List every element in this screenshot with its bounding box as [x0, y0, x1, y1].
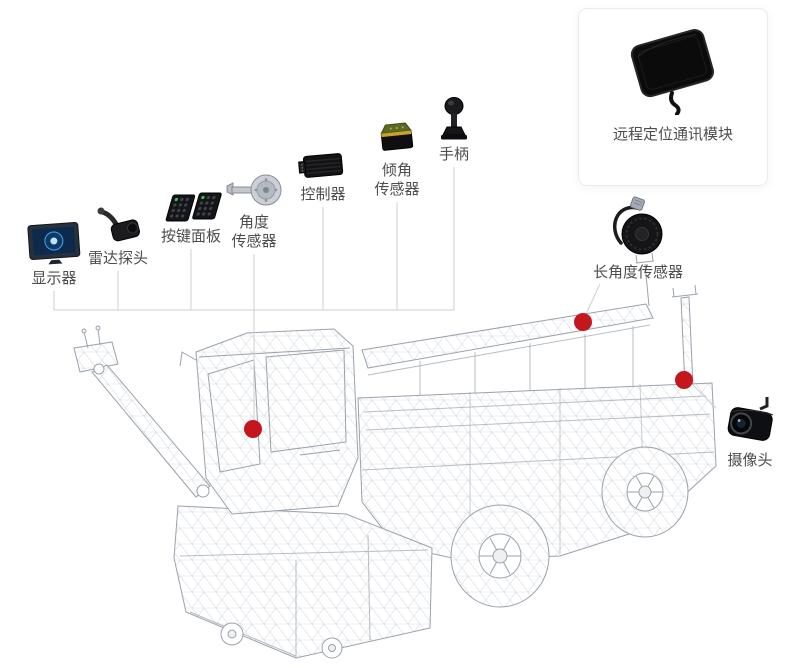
component-controller: 控制器	[292, 148, 354, 205]
top-boom	[361, 303, 654, 376]
marker-cab	[244, 420, 262, 438]
radar-probe-icon	[97, 207, 140, 242]
gps-module-icon	[630, 29, 715, 115]
remote-module-card: 远程定位通讯模块	[578, 8, 768, 186]
component-display: 显示器	[20, 220, 88, 289]
keypad-label: 按键面板	[160, 228, 221, 245]
camera-label: 摄像头	[727, 452, 773, 469]
joystick-label: 手柄	[438, 146, 469, 163]
component-angle-sensor: 角度 传感器	[224, 170, 284, 252]
display-icon	[27, 222, 81, 265]
component-keypad: 按键面板	[157, 192, 225, 247]
angle-sensor-icon	[226, 174, 282, 206]
radar-probe-label: 雷达探头	[87, 250, 148, 267]
remote-module-label: 远程定位通讯模块	[612, 126, 733, 143]
front-arm	[73, 325, 211, 498]
display-label: 显示器	[31, 270, 77, 287]
front-platform	[173, 505, 433, 659]
cab	[179, 328, 359, 515]
tilt-sensor-label: 倾角 传感器	[374, 162, 420, 198]
component-radar-probe: 雷达探头	[86, 204, 150, 269]
long-angle-sensor-label: 长角度传感器	[592, 264, 683, 281]
camera-icon	[727, 397, 774, 441]
tilt-sensor-icon	[380, 122, 414, 151]
vehicle-wireframe	[73, 252, 717, 659]
component-long-angle-sensor: 长角度传感器	[574, 196, 702, 283]
long-angle-sensor-icon	[612, 196, 663, 255]
component-joystick: 手柄	[432, 96, 476, 165]
connector-lines	[53, 167, 717, 420]
position-markers	[244, 313, 693, 438]
component-tilt-sensor: 倾角 传感器	[366, 118, 428, 200]
wheels	[450, 446, 689, 608]
keypad-icon	[165, 192, 222, 222]
controller-icon	[298, 153, 344, 178]
marker-rear	[675, 371, 693, 389]
component-camera: 摄像头	[712, 394, 788, 471]
angle-sensor-label: 角度 传感器	[231, 214, 277, 250]
marker-boom	[574, 313, 592, 331]
joystick-icon	[441, 97, 467, 140]
controller-label: 控制器	[300, 186, 346, 203]
